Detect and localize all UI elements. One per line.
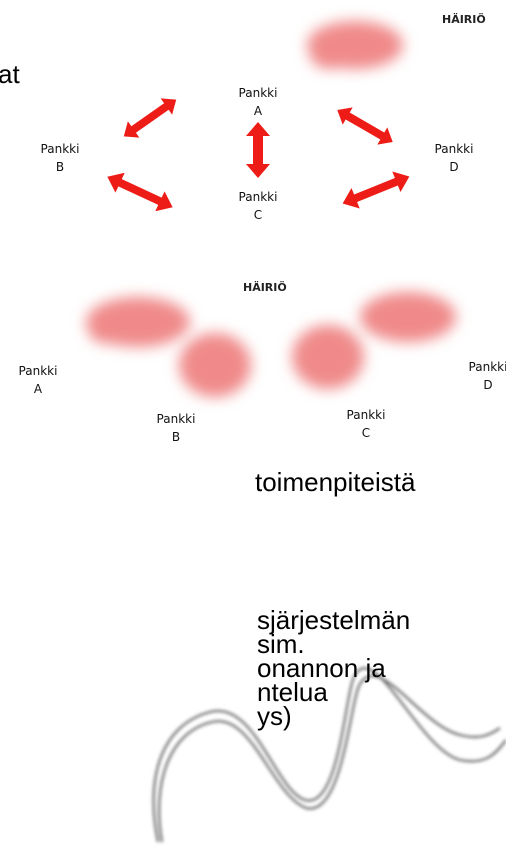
bank-c-label: Pankki C [346,408,386,440]
bank-b-label: Pankki B [40,142,80,174]
arrow-c-d [342,171,410,209]
disturbance-label: HÄIRIÖ [442,13,486,26]
text-line: sim. [257,629,305,659]
text-fragment-top: at [0,59,20,89]
disturbance-cloud [360,292,456,342]
bank-b-label: Pankki B [156,412,196,444]
text-line: ys) [257,701,292,731]
disturbance-cloud [86,297,190,347]
disturbance-cloud [179,333,251,397]
text-fragment-mid: toimenpiteistä [255,467,416,497]
arrow-a-c [246,122,270,178]
text-line: onannon ja [257,653,386,683]
bank-d-label: Pankki D [468,360,506,392]
arrow-b-c [107,172,173,212]
bank-a-label: Pankki A [18,364,58,396]
arrow-a-d [337,107,393,145]
bank-c-label: Pankki C [238,190,278,222]
disturbance-cloud [307,21,403,69]
text-line: ntelua [257,677,328,707]
arrow-a-b [123,98,177,138]
disturbance-label: HÄIRIÖ [243,281,287,294]
disturbance-cloud [292,325,364,389]
wave-line [152,666,506,843]
bank-d-label: Pankki D [434,142,474,174]
bank-a-label: Pankki A [238,86,278,118]
text-line: sjärjestelmän [257,605,411,635]
